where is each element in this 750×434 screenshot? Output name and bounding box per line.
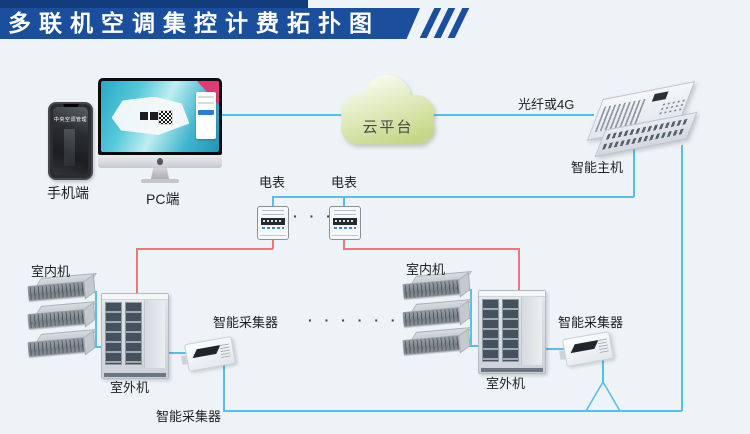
cluster-ellipsis: · · · · · · bbox=[308, 312, 400, 328]
line-host-drop-right bbox=[681, 145, 683, 411]
title-band bbox=[0, 8, 420, 39]
cloud-label: 云平台 bbox=[362, 119, 413, 136]
indoor-unit bbox=[27, 300, 99, 333]
meter-display bbox=[333, 218, 357, 225]
line-meter2-outdoor-drop bbox=[518, 248, 520, 292]
indoor-unit bbox=[402, 298, 474, 331]
pc-monitor bbox=[98, 78, 222, 155]
line-left-collector-drop bbox=[223, 362, 225, 411]
meter-display bbox=[261, 218, 285, 225]
right-collector-label: 智能采集器 bbox=[558, 315, 624, 330]
title-top-strip bbox=[0, 0, 308, 8]
outdoor-unit bbox=[101, 293, 169, 379]
pc-stand-base bbox=[141, 179, 179, 183]
phone-device: 中央空调管理 bbox=[48, 102, 93, 180]
meter-ellipsis: · · · bbox=[293, 208, 335, 224]
left-collector-label: 智能采集器 bbox=[213, 315, 279, 330]
line-bottom-bus bbox=[223, 410, 682, 412]
meter1-label: 电表 bbox=[259, 175, 286, 190]
page-title: 多联机空调集控计费拓扑图 bbox=[8, 10, 380, 36]
left-indoor-label: 室内机 bbox=[31, 264, 71, 279]
login-card bbox=[196, 92, 217, 140]
wan-link-label: 光纤或4G bbox=[518, 97, 575, 112]
collector-display bbox=[192, 345, 221, 359]
collector-branch-chevron bbox=[585, 380, 621, 412]
indoor-unit bbox=[402, 326, 474, 359]
apple-logo-icon bbox=[157, 158, 163, 165]
line-right-outdoor-collector bbox=[543, 348, 566, 350]
line-meter2-stub bbox=[343, 196, 345, 207]
right-indoor-label: 室内机 bbox=[406, 262, 446, 277]
collector-display bbox=[570, 340, 599, 354]
cloud-shape: 云平台 bbox=[341, 75, 434, 144]
line-meter2-right-run bbox=[343, 248, 519, 250]
outdoor-unit-grille bbox=[105, 302, 142, 365]
host-label: 智能主机 bbox=[571, 160, 624, 175]
pc-chin bbox=[98, 155, 222, 168]
collector-device bbox=[558, 331, 615, 367]
line-meter1-outdoor-drop bbox=[136, 248, 138, 294]
line-meter2-down bbox=[343, 237, 345, 249]
pc-label: PC端 bbox=[146, 191, 180, 207]
phone-screen-photo bbox=[63, 128, 75, 167]
login-button bbox=[198, 110, 215, 116]
meter2-label: 电表 bbox=[331, 175, 358, 190]
screen-logo bbox=[139, 111, 148, 120]
phone-notch bbox=[63, 104, 78, 107]
phone-screen-caption: 中央空调管理 bbox=[53, 117, 87, 123]
indoor-unit bbox=[27, 328, 99, 361]
line-left-outdoor-collector bbox=[167, 352, 188, 354]
phone-label: 手机端 bbox=[47, 185, 89, 201]
phone-screen: 中央空调管理 bbox=[53, 107, 88, 175]
host-display bbox=[651, 91, 669, 102]
host-device bbox=[586, 81, 698, 158]
pc-stand bbox=[151, 168, 169, 179]
pc-screen bbox=[101, 81, 219, 152]
bottom-collector-label: 智能采集器 bbox=[156, 409, 222, 424]
right-outdoor-label: 室外机 bbox=[486, 376, 526, 391]
login-field bbox=[198, 96, 215, 99]
line-meter1-stub bbox=[272, 196, 274, 207]
qr-code bbox=[157, 110, 173, 126]
line-meter1-left-run bbox=[136, 248, 273, 250]
line-right-collector-drop bbox=[602, 360, 604, 383]
outdoor-unit bbox=[478, 290, 546, 374]
collector-device bbox=[180, 336, 237, 372]
screen-polygon-graphic bbox=[111, 96, 190, 135]
outdoor-unit-grille bbox=[482, 299, 519, 362]
login-field bbox=[198, 102, 215, 105]
electric-meter bbox=[329, 206, 361, 240]
line-meter1-down bbox=[272, 237, 274, 249]
line-meter-bus bbox=[272, 196, 634, 198]
left-outdoor-label: 室外机 bbox=[110, 380, 150, 395]
electric-meter bbox=[257, 206, 289, 240]
line-host-drop-left bbox=[633, 140, 635, 197]
